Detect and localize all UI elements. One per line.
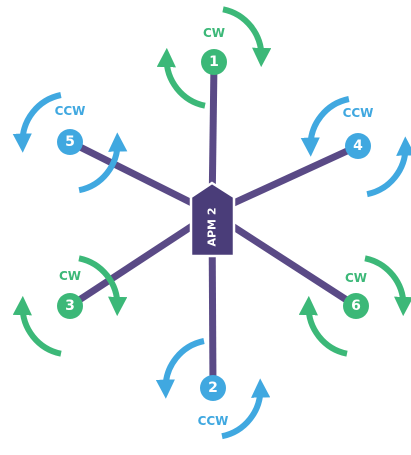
arm-motor-6 (210, 210, 358, 309)
controller-board (189, 181, 236, 258)
motor-badge (343, 293, 369, 319)
controller-label: APM 2 (206, 207, 219, 246)
motor-badge (57, 129, 83, 155)
rotation-arc-left (298, 295, 348, 357)
rotation-arc-right (221, 378, 271, 440)
motor-3: CW 3 (12, 255, 128, 357)
direction-label: CW (345, 271, 367, 285)
motor-6: CW 6 (298, 255, 411, 357)
arm-motor-4 (210, 142, 360, 217)
rotation-arc-left (12, 92, 62, 153)
motor-number: 5 (65, 134, 75, 150)
motor-number: 4 (353, 138, 363, 154)
motor-number: 1 (209, 54, 219, 70)
rotation-arc-left (300, 96, 350, 157)
motor-2: 2 CCW (155, 338, 271, 440)
flight-controller: APM 2 (189, 181, 236, 258)
arm-motor-5 (68, 138, 214, 217)
motor-5: CCW 5 (12, 92, 128, 194)
motor-badge (201, 49, 227, 75)
motor-badge (57, 293, 83, 319)
motor-1: CW 1 (156, 6, 272, 109)
motor-4: CCW 4 (300, 96, 411, 198)
rotation-arc-right (222, 6, 272, 68)
direction-label: CCW (55, 104, 86, 118)
direction-label: CCW (198, 414, 229, 428)
motor-badge (345, 133, 371, 159)
motor-badge (200, 375, 226, 401)
motor-number: 6 (351, 298, 361, 314)
direction-label: CW (203, 26, 225, 40)
motor-number: 2 (208, 380, 218, 396)
rotation-arc-right (364, 255, 411, 317)
direction-label: CCW (343, 106, 374, 120)
rotation-arc-left (156, 47, 206, 109)
arm-motor-3 (68, 210, 214, 309)
rotation-arc-right (366, 136, 411, 198)
rotation-arc-right (78, 132, 128, 194)
rotation-arc-left (12, 295, 62, 357)
direction-label: CW (59, 269, 81, 283)
rotation-arc-left (155, 338, 205, 399)
motor-number: 3 (65, 298, 75, 314)
rotation-arc-right (78, 255, 128, 317)
